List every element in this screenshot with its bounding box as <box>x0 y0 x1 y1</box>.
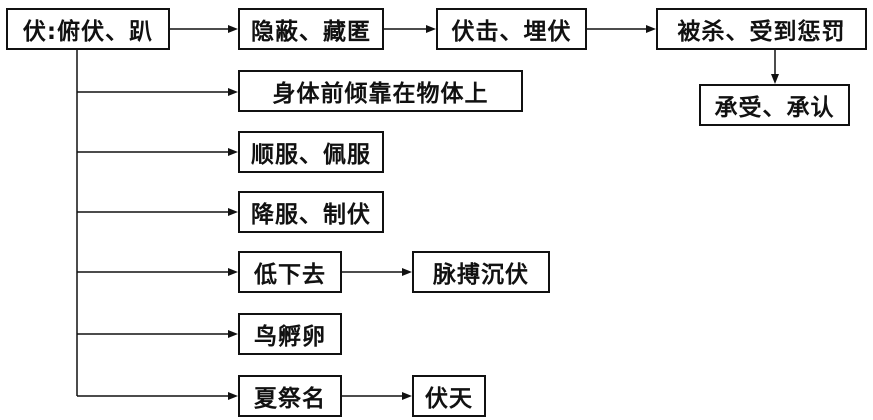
ambush-node: 伏击、埋伏 <box>436 8 587 50</box>
sanfu-node: 伏天 <box>412 375 486 417</box>
root-node: 伏:俯伏、趴 <box>6 8 170 50</box>
lean-node: 身体前倾靠在物体上 <box>238 70 523 112</box>
obey-node: 顺服、佩服 <box>238 131 384 173</box>
summer-node: 夏祭名 <box>238 375 342 417</box>
hatch-node: 鸟孵卵 <box>238 313 342 355</box>
pulse-node: 脉搏沉伏 <box>412 251 550 293</box>
subdue-node: 降服、制伏 <box>238 191 384 233</box>
lower-node: 低下去 <box>238 251 342 293</box>
accept-node: 承受、承认 <box>699 84 850 126</box>
hide-node: 隐蔽、藏匿 <box>238 8 384 50</box>
killed-node: 被杀、受到惩罚 <box>656 8 867 50</box>
